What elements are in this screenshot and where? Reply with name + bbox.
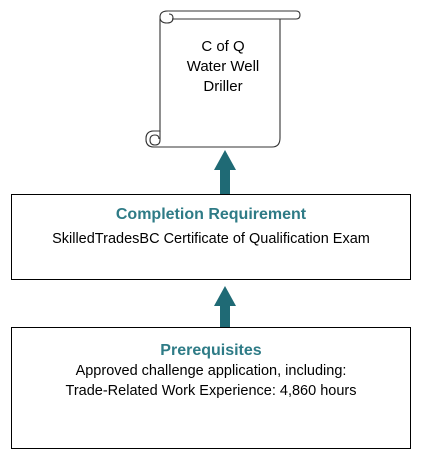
completion-text: SkilledTradesBC Certificate of Qualifica… [52, 231, 370, 247]
prerequisites-title: Prerequisites [160, 342, 262, 359]
prerequisites-box: Prerequisites Approved challenge applica… [11, 327, 411, 449]
arrow-up-icon [214, 150, 236, 194]
credential-line: Driller [203, 78, 243, 95]
credential-title: C of Q Water Well Driller [168, 37, 278, 97]
prerequisite-line: Approved challenge application, includin… [75, 363, 347, 379]
credential-line: Water Well [186, 58, 260, 75]
completion-title: Completion Requirement [115, 206, 307, 223]
prerequisite-line: Trade-Related Work Experience: 4,860 hou… [65, 383, 357, 399]
completion-requirement-box: Completion Requirement SkilledTradesBC C… [11, 194, 411, 280]
credential-line: C of Q [201, 38, 245, 55]
arrow-up-icon [214, 286, 236, 327]
